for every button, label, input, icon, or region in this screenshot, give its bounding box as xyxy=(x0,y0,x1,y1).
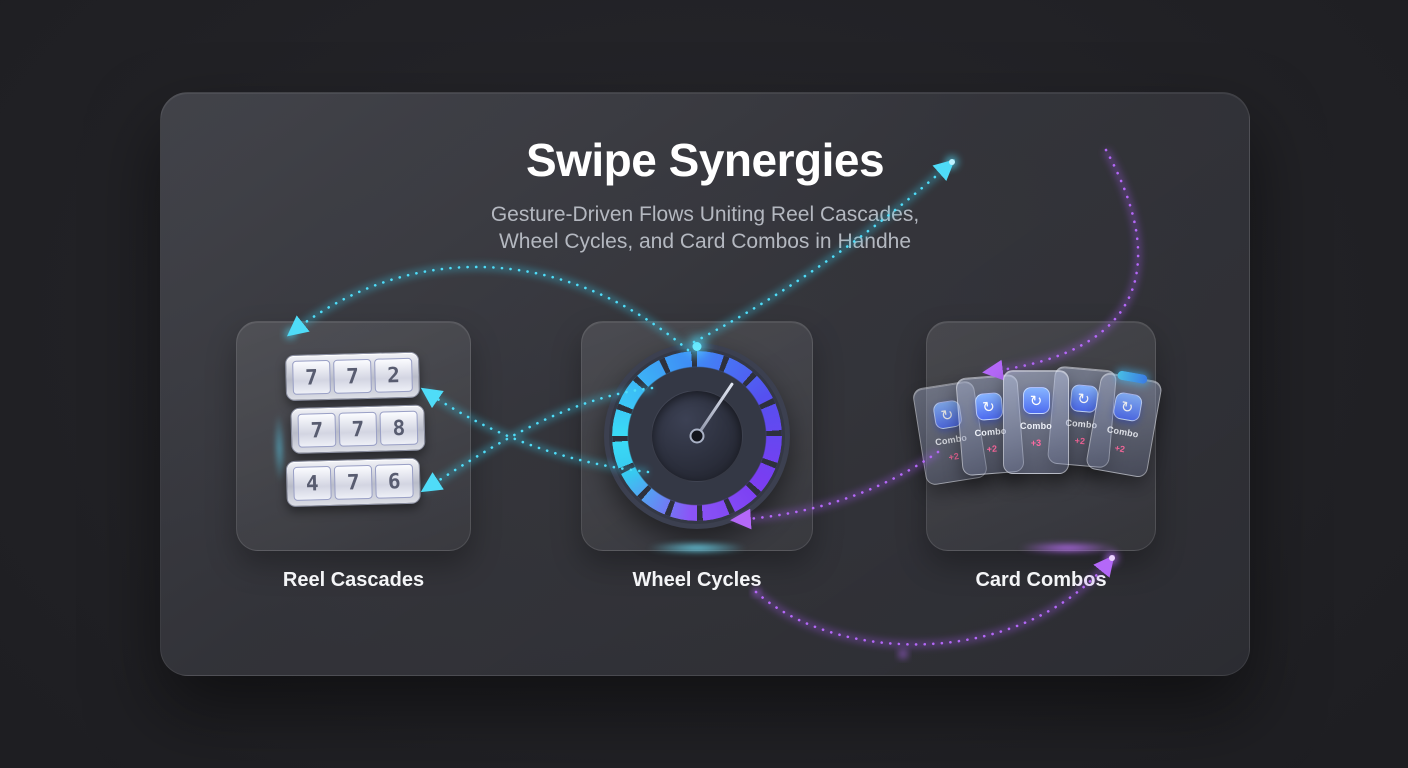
combo-card-label: Combo xyxy=(1106,424,1140,440)
gesture-icon: ↻ xyxy=(974,392,1004,422)
reel-digit: 6 xyxy=(374,463,414,499)
main-panel: Swipe Synergies Gesture-Driven Flows Uni… xyxy=(160,92,1250,676)
wheel-top-marker xyxy=(692,342,702,351)
combo-cards-illustration: ↻ Combo +2 ↻ Combo +2 ↻ Combo +3 ↻ Combo… xyxy=(911,322,1164,550)
combo-badge: +2 xyxy=(1113,442,1126,455)
combo-card: ↻ Combo +3 xyxy=(1003,370,1069,474)
slot-reel-row-1: 7 7 2 xyxy=(284,351,420,402)
subtitle-line-1: Gesture-Driven Flows Uniting Reel Cascad… xyxy=(490,203,920,226)
wheel-hub xyxy=(689,428,705,444)
purple-glow-bar xyxy=(1018,542,1119,554)
wheel-illustration xyxy=(604,342,790,529)
combo-card-label: Combo xyxy=(1020,421,1052,431)
combo-badge: +3 xyxy=(1030,438,1042,448)
page-title: Swipe Synergies xyxy=(525,134,885,186)
reel-digit: 7 xyxy=(332,358,372,394)
gesture-icon: ↻ xyxy=(1068,383,1099,414)
panel-label-wheel-cycles: Wheel Cycles xyxy=(632,569,762,591)
slot-reels-illustration: 7 7 2 7 7 8 4 7 6 xyxy=(271,351,425,514)
combo-card-label: Combo xyxy=(974,425,1007,439)
subtitle-line-2: Wheel Cycles, and Card Combos in Handhe xyxy=(498,230,912,253)
reel-digit: 2 xyxy=(373,357,413,393)
reel-digit: 4 xyxy=(292,465,332,501)
combo-badge: +2 xyxy=(986,443,998,455)
panel-card-combos: ↻ Combo +2 ↻ Combo +2 ↻ Combo +3 ↻ Combo… xyxy=(911,321,1164,554)
slot-reel-row-2: 7 7 8 xyxy=(289,404,425,454)
reel-digit: 7 xyxy=(337,411,377,447)
panel-label-card-combos: Card Combos xyxy=(975,569,1107,591)
combo-badge: +2 xyxy=(947,450,960,463)
gesture-icon: ↻ xyxy=(1022,387,1050,414)
combo-badge: +2 xyxy=(1074,435,1086,447)
reel-digit: 7 xyxy=(296,412,336,448)
panel-label-reel-cascades: Reel Cascades xyxy=(282,569,425,591)
gesture-icon: ↻ xyxy=(1111,391,1143,423)
slot-reel-row-3: 4 7 6 xyxy=(285,457,421,508)
panel-wheel-cycles xyxy=(581,321,813,554)
reel-digit: 7 xyxy=(291,359,331,395)
reel-digit: 8 xyxy=(378,410,418,446)
mini-pill-button-icon xyxy=(1116,370,1148,385)
cyan-glow-bar xyxy=(647,542,747,554)
page-subtitle: Gesture-Driven Flows Uniting Reel Cascad… xyxy=(161,201,1249,255)
reel-motion-glow xyxy=(271,413,286,484)
reel-digit: 7 xyxy=(333,464,373,500)
panel-reel-cascades: 7 7 2 7 7 8 4 7 6 xyxy=(236,321,471,551)
